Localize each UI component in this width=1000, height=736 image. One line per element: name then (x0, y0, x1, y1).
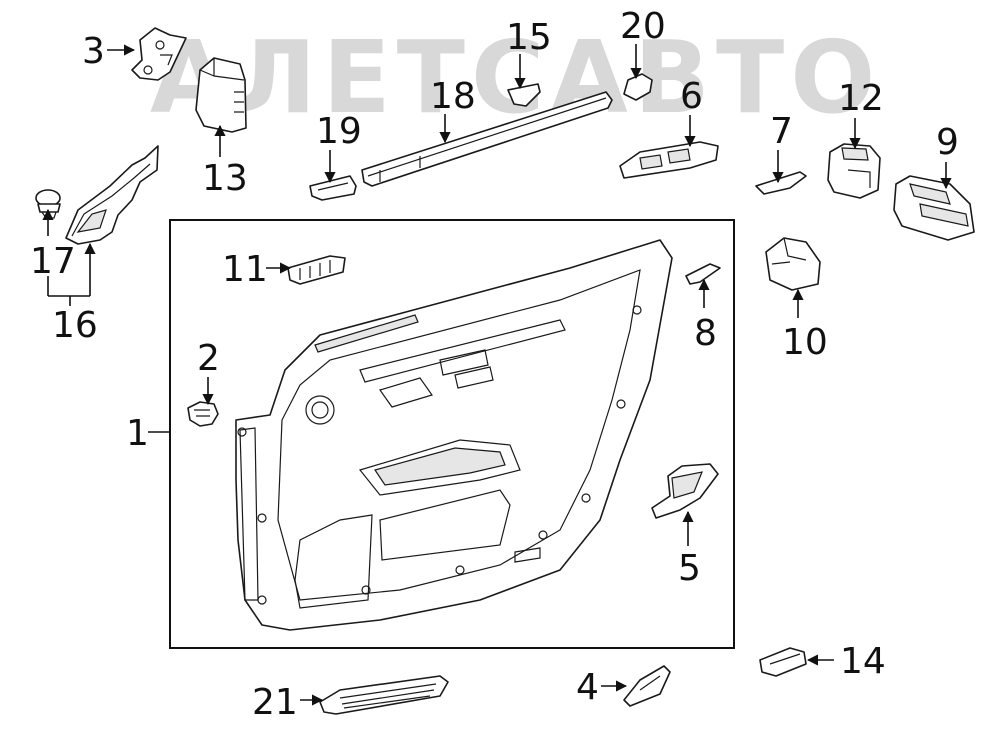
callout-17: 17 (30, 241, 76, 282)
leader-lines (42, 44, 952, 706)
callout-12: 12 (838, 78, 884, 119)
inside-handle-part-5 (651, 463, 719, 519)
callout-1: 1 (126, 413, 149, 454)
callout-3: 3 (82, 31, 105, 72)
switch-part-10 (765, 237, 821, 291)
clip-part-20 (623, 73, 653, 101)
callout-labels: 1 2 3 4 5 6 7 8 9 10 11 12 13 14 15 16 1… (30, 6, 959, 723)
door-panel-frame (169, 219, 735, 649)
callout-15: 15 (506, 17, 552, 58)
clip-part-17 (35, 189, 61, 219)
module-part-13 (195, 57, 247, 133)
callout-6: 6 (680, 76, 703, 117)
switch-part-11 (287, 255, 346, 285)
callout-11: 11 (222, 249, 268, 290)
callout-7: 7 (770, 111, 793, 152)
callout-5: 5 (678, 548, 701, 589)
callout-2: 2 (197, 338, 220, 379)
callout-16: 16 (52, 305, 98, 346)
clip-part-2 (187, 401, 219, 427)
master-switch-part-9 (893, 175, 975, 241)
weatherstrip-part-18 (361, 91, 613, 187)
clip-part-19 (309, 175, 357, 201)
callout-10: 10 (782, 322, 828, 363)
callout-19: 19 (316, 111, 362, 152)
bracket-part-3 (131, 27, 187, 81)
callout-13: 13 (202, 158, 248, 199)
callout-4: 4 (576, 667, 599, 708)
switch-part-12 (827, 143, 881, 199)
watermark-text: АЛЕТСАВТО (150, 19, 881, 136)
molding-part-16 (65, 145, 159, 245)
callout-20: 20 (620, 6, 666, 47)
cover-part-7 (755, 171, 807, 195)
cover-part-15 (507, 83, 541, 107)
switch-panel-part-6 (619, 141, 719, 179)
door-trim-panel (235, 239, 673, 631)
lamp-part-14 (759, 647, 807, 677)
cover-part-4 (623, 665, 671, 707)
callout-21: 21 (252, 682, 298, 723)
callout-14: 14 (840, 641, 886, 682)
speaker-grille-part-21 (319, 675, 449, 715)
clip-part-8 (685, 263, 721, 285)
callout-9: 9 (936, 122, 959, 163)
callout-18: 18 (430, 76, 476, 117)
callout-8: 8 (694, 313, 717, 354)
